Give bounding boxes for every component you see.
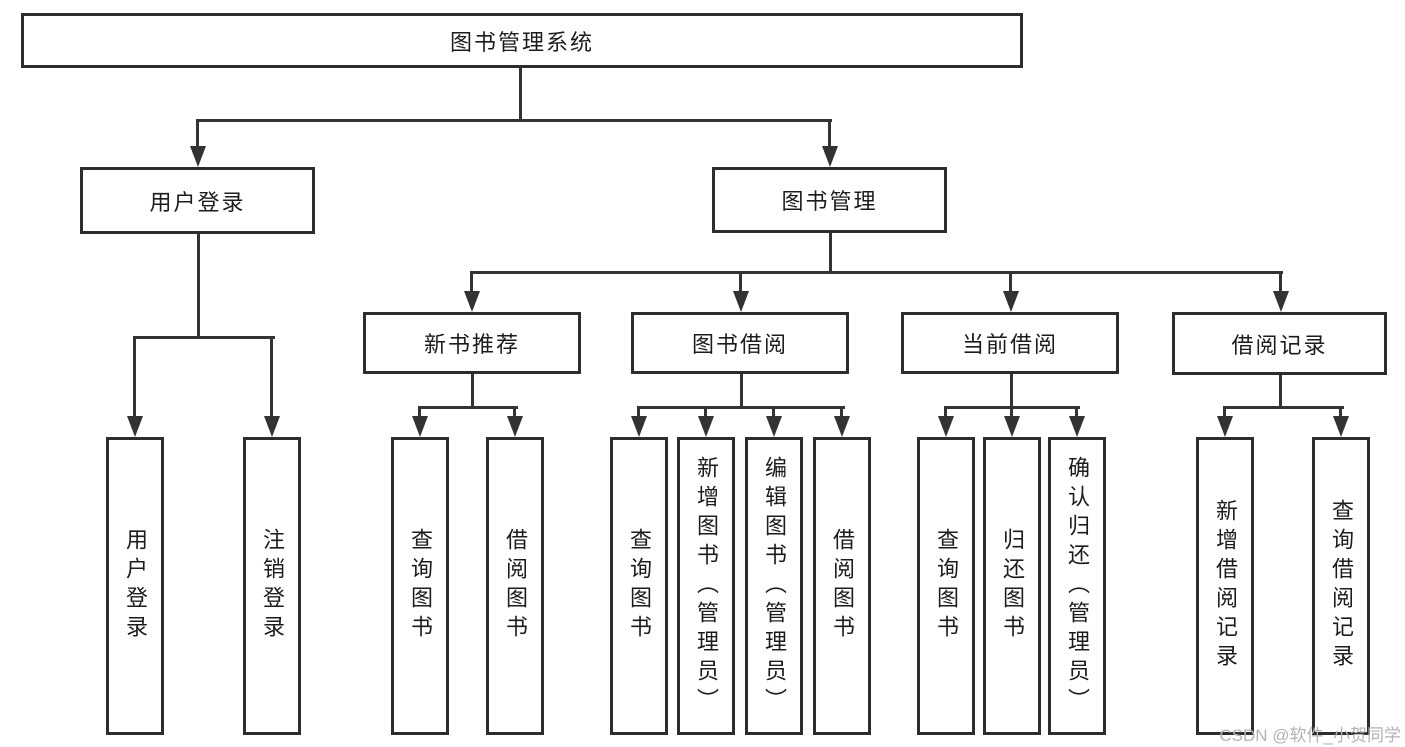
- node-current-borrowing: 当前借阅: [901, 312, 1119, 374]
- leaf-bb-query-books: 查询图书: [610, 437, 668, 735]
- connector-line: [1223, 406, 1344, 409]
- arrow-down-icon: [127, 416, 143, 437]
- watermark: CSDN @软件_小贺同学: [1219, 726, 1401, 745]
- connector-line: [197, 119, 832, 122]
- connector-line: [133, 336, 136, 420]
- arrow-down-icon: [1069, 416, 1085, 437]
- leaf-bb-borrow-books: 借阅图书: [813, 437, 871, 735]
- connector-line: [637, 406, 845, 409]
- arrow-down-icon: [264, 416, 280, 437]
- arrow-down-icon: [938, 416, 954, 437]
- connector-line: [772, 406, 775, 420]
- node-borrowing-records: 借阅记录: [1172, 312, 1387, 375]
- leaf-cb-query-books: 查询图书: [917, 437, 975, 735]
- connector-line: [1223, 406, 1226, 420]
- leaf-br-add-record: 新增借阅记录: [1196, 437, 1254, 735]
- connector-line: [418, 406, 518, 409]
- arrow-down-icon: [631, 416, 647, 437]
- connector-line: [1279, 271, 1282, 295]
- arrow-down-icon: [698, 416, 714, 437]
- connector-line: [840, 406, 843, 420]
- connector-line: [1339, 406, 1342, 420]
- leaf-rec-borrow-books: 借阅图书: [486, 437, 544, 735]
- leaf-rec-query-books: 查询图书: [391, 437, 449, 735]
- arrow-down-icon: [1273, 291, 1289, 312]
- arrow-down-icon: [766, 416, 782, 437]
- arrow-down-icon: [733, 291, 749, 312]
- node-user-login: 用户登录: [80, 167, 315, 234]
- connector-line: [1009, 271, 1012, 295]
- node-book-management: 图书管理: [712, 167, 947, 233]
- connector-line: [1279, 375, 1282, 409]
- leaf-bb-edit-books-admin: 编辑图书（管理员）: [745, 437, 803, 735]
- leaf-user-login: 用户登录: [106, 437, 164, 735]
- connector-line: [944, 406, 947, 420]
- node-new-book-recommend: 新书推荐: [363, 312, 581, 374]
- arrow-down-icon: [464, 291, 480, 312]
- connector-line: [418, 406, 421, 420]
- connector-line: [471, 374, 474, 409]
- connector-line: [739, 271, 742, 295]
- leaf-logout: 注销登录: [243, 437, 301, 735]
- connector-line: [470, 271, 473, 295]
- connector-line: [196, 119, 199, 151]
- arrow-down-icon: [507, 416, 523, 437]
- connector-line: [1075, 406, 1078, 420]
- leaf-br-query-record: 查询借阅记录: [1312, 437, 1370, 735]
- connector-line: [270, 336, 273, 420]
- leaf-bb-add-books-admin: 新增图书（管理员）: [677, 437, 735, 735]
- leaf-cb-confirm-return-admin: 确认归还（管理员）: [1048, 437, 1106, 735]
- arrow-down-icon: [822, 146, 838, 167]
- connector-line: [513, 406, 516, 420]
- connector-line: [1010, 374, 1013, 409]
- arrow-down-icon: [1217, 416, 1233, 437]
- connector-line: [134, 336, 275, 339]
- arrow-down-icon: [1333, 416, 1349, 437]
- node-book-borrowing: 图书借阅: [631, 312, 849, 374]
- connector-line: [470, 271, 1283, 274]
- connector-line: [828, 119, 831, 151]
- node-library-system: 图书管理系统: [21, 13, 1023, 68]
- connector-line: [197, 234, 200, 339]
- connector-line: [1010, 406, 1013, 420]
- arrow-down-icon: [834, 416, 850, 437]
- connector-line: [829, 233, 832, 274]
- arrow-down-icon: [1003, 291, 1019, 312]
- connector-line: [519, 68, 522, 122]
- arrow-down-icon: [190, 146, 206, 167]
- arrow-down-icon: [412, 416, 428, 437]
- leaf-cb-return-books: 归还图书: [983, 437, 1041, 735]
- arrow-down-icon: [1004, 416, 1020, 437]
- connector-line: [637, 406, 640, 420]
- connector-line: [740, 374, 743, 409]
- connector-line: [704, 406, 707, 420]
